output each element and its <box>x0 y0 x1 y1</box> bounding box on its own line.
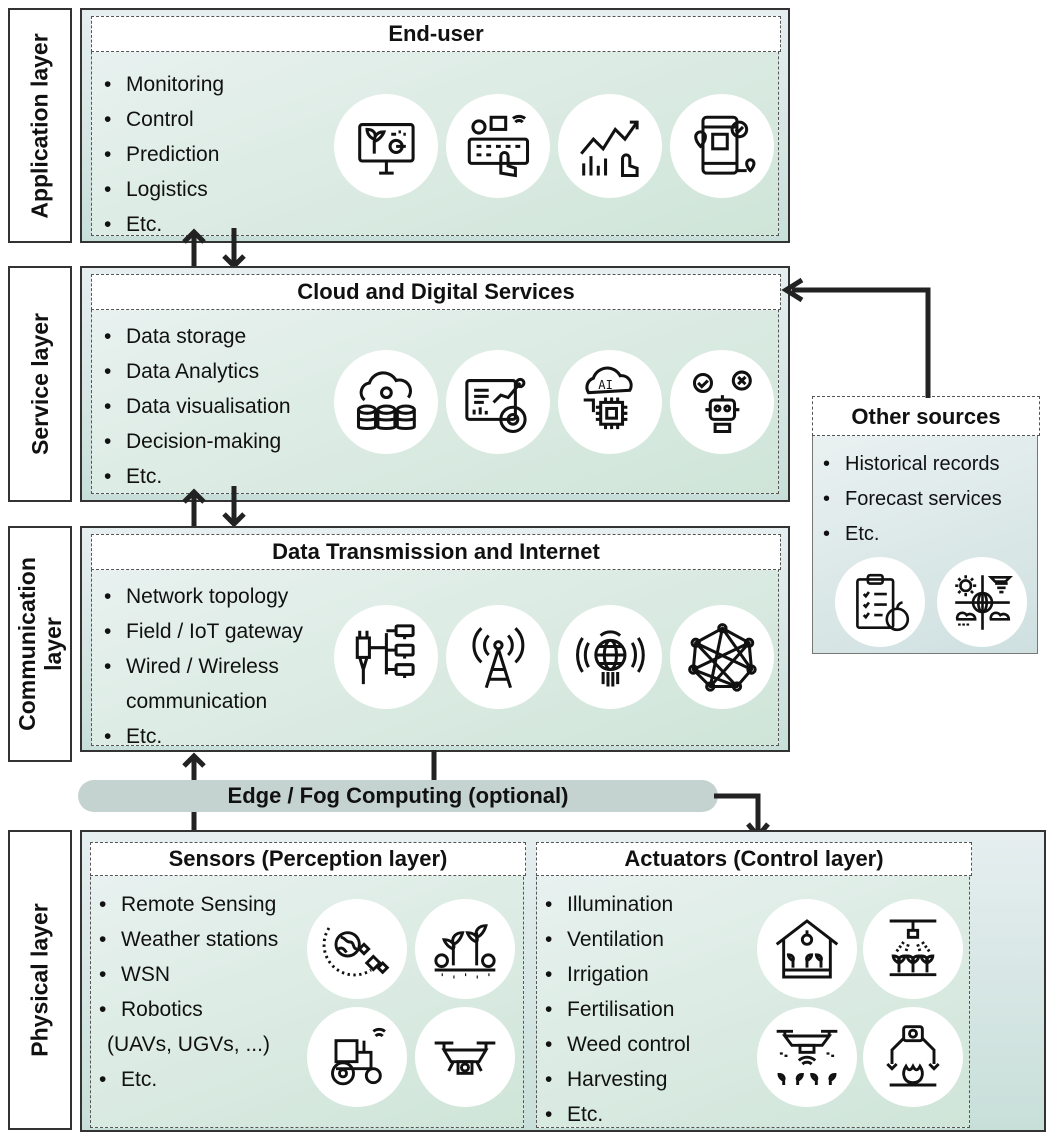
communication-title: Data Transmission and Internet <box>91 534 781 570</box>
mobile-logistics-icon <box>670 94 774 198</box>
physical-layer-text: Physical layer <box>27 903 54 1057</box>
list-item: Weather stations <box>95 922 278 957</box>
prediction-chart-icon <box>558 94 662 198</box>
service-layer-label: Service layer <box>8 266 72 502</box>
svg-text:AI: AI <box>598 378 613 392</box>
list-item: Ventilation <box>541 922 690 957</box>
list-item: Decision-making <box>100 424 291 459</box>
actuators-list: Illumination Ventilation Irrigation Fert… <box>541 887 690 1132</box>
list-item: Historical records <box>819 447 1002 482</box>
list-item: Field / IoT gateway <box>100 614 303 649</box>
list-item: Etc. <box>819 517 1002 552</box>
list-item: Etc. <box>95 1062 278 1097</box>
harvesting-robot-icon <box>863 1007 963 1107</box>
plant-monitor-icon <box>334 94 438 198</box>
list-item: Monitoring <box>100 67 224 102</box>
communication-layer-line2: layer <box>40 617 66 671</box>
other-sources-list: Historical records Forecast services Etc… <box>819 447 1002 552</box>
service-inner-box: Cloud and Digital Services Data storage … <box>91 274 781 494</box>
actuators-title: Actuators (Control layer) <box>536 842 972 876</box>
list-item: Logistics <box>100 172 224 207</box>
list-item: Robotics <box>95 992 278 1027</box>
greenhouse-light-icon <box>757 899 857 999</box>
list-item: Weed control <box>541 1027 690 1062</box>
physical-panel: Sensors (Perception layer) Remote Sensin… <box>80 830 1046 1132</box>
list-item: WSN <box>95 957 278 992</box>
application-inner-box: End-user Monitoring Control Prediction L… <box>91 16 781 242</box>
list-item: communication <box>126 690 268 713</box>
tractor-icon <box>307 1007 407 1107</box>
other-sources-box: Other sources Historical records Forecas… <box>812 396 1040 654</box>
list-item: Illumination <box>541 887 690 922</box>
list-item: Data storage <box>100 319 291 354</box>
application-title: End-user <box>91 16 781 52</box>
radio-tower-icon <box>446 605 550 709</box>
edge-fog-bar: Edge / Fog Computing (optional) <box>78 780 718 812</box>
list-item: Network topology <box>100 579 303 614</box>
sensors-list: Remote Sensing Weather stations WSN Robo… <box>95 887 278 1097</box>
weather-forecast-icon <box>937 557 1027 647</box>
list-item: Harvesting <box>541 1062 690 1097</box>
service-list: Data storage Data Analytics Data visuali… <box>100 319 291 494</box>
physical-layer-label: Physical layer <box>8 830 72 1130</box>
list-item: (UAVs, UGVs, ...) <box>107 1033 270 1056</box>
service-layer-text: Service layer <box>27 313 54 455</box>
dashboard-analytics-icon <box>446 350 550 454</box>
application-layer-label: Application layer <box>8 8 72 243</box>
list-item: Data Analytics <box>100 354 291 389</box>
communication-layer-line1: Communication <box>14 557 40 731</box>
application-panel: End-user Monitoring Control Prediction L… <box>80 8 790 243</box>
communication-panel: Data Transmission and Internet Network t… <box>80 526 790 754</box>
other-sources-title: Other sources <box>812 396 1040 436</box>
plant-sensor-icon <box>415 899 515 999</box>
service-comm-arrows <box>182 486 246 530</box>
control-panel-icon <box>446 94 550 198</box>
list-item: Etc. <box>100 207 224 242</box>
list-item: Control <box>100 102 224 137</box>
communication-list: Network topology Field / IoT gateway Wir… <box>100 579 303 754</box>
actuators-box: Actuators (Control layer) Illumination V… <box>536 842 972 1132</box>
service-panel: Cloud and Digital Services Data storage … <box>80 266 790 502</box>
drone-icon <box>415 1007 515 1107</box>
list-item: Forecast services <box>819 482 1002 517</box>
ai-chip-icon: AI <box>558 350 662 454</box>
list-item: Etc. <box>100 459 291 494</box>
internet-globe-icon <box>558 605 662 709</box>
application-layer-text: Application layer <box>27 32 54 219</box>
communication-inner-box: Data Transmission and Internet Network t… <box>91 534 781 754</box>
mesh-network-icon <box>670 605 774 709</box>
list-item: Etc. <box>100 719 303 754</box>
spraying-drone-icon <box>757 1007 857 1107</box>
other-sources-arrow <box>781 277 931 398</box>
list-item: Fertilisation <box>541 992 690 1027</box>
sensors-title: Sensors (Perception layer) <box>90 842 526 876</box>
list-item: Wired / Wireless <box>100 649 303 684</box>
list-item: Data visualisation <box>100 389 291 424</box>
network-topology-icon <box>334 605 438 709</box>
cloud-database-icon <box>334 350 438 454</box>
application-list: Monitoring Control Prediction Logistics … <box>100 67 224 242</box>
sprinkler-icon <box>863 899 963 999</box>
sensors-box: Sensors (Perception layer) Remote Sensin… <box>90 842 526 1128</box>
list-item: Prediction <box>100 137 224 172</box>
list-item: Remote Sensing <box>95 887 278 922</box>
list-item: Irrigation <box>541 957 690 992</box>
service-title: Cloud and Digital Services <box>91 274 781 310</box>
records-clipboard-icon <box>835 557 925 647</box>
decision-robot-icon <box>670 350 774 454</box>
satellite-earth-icon <box>307 899 407 999</box>
list-item: Etc. <box>541 1097 690 1132</box>
